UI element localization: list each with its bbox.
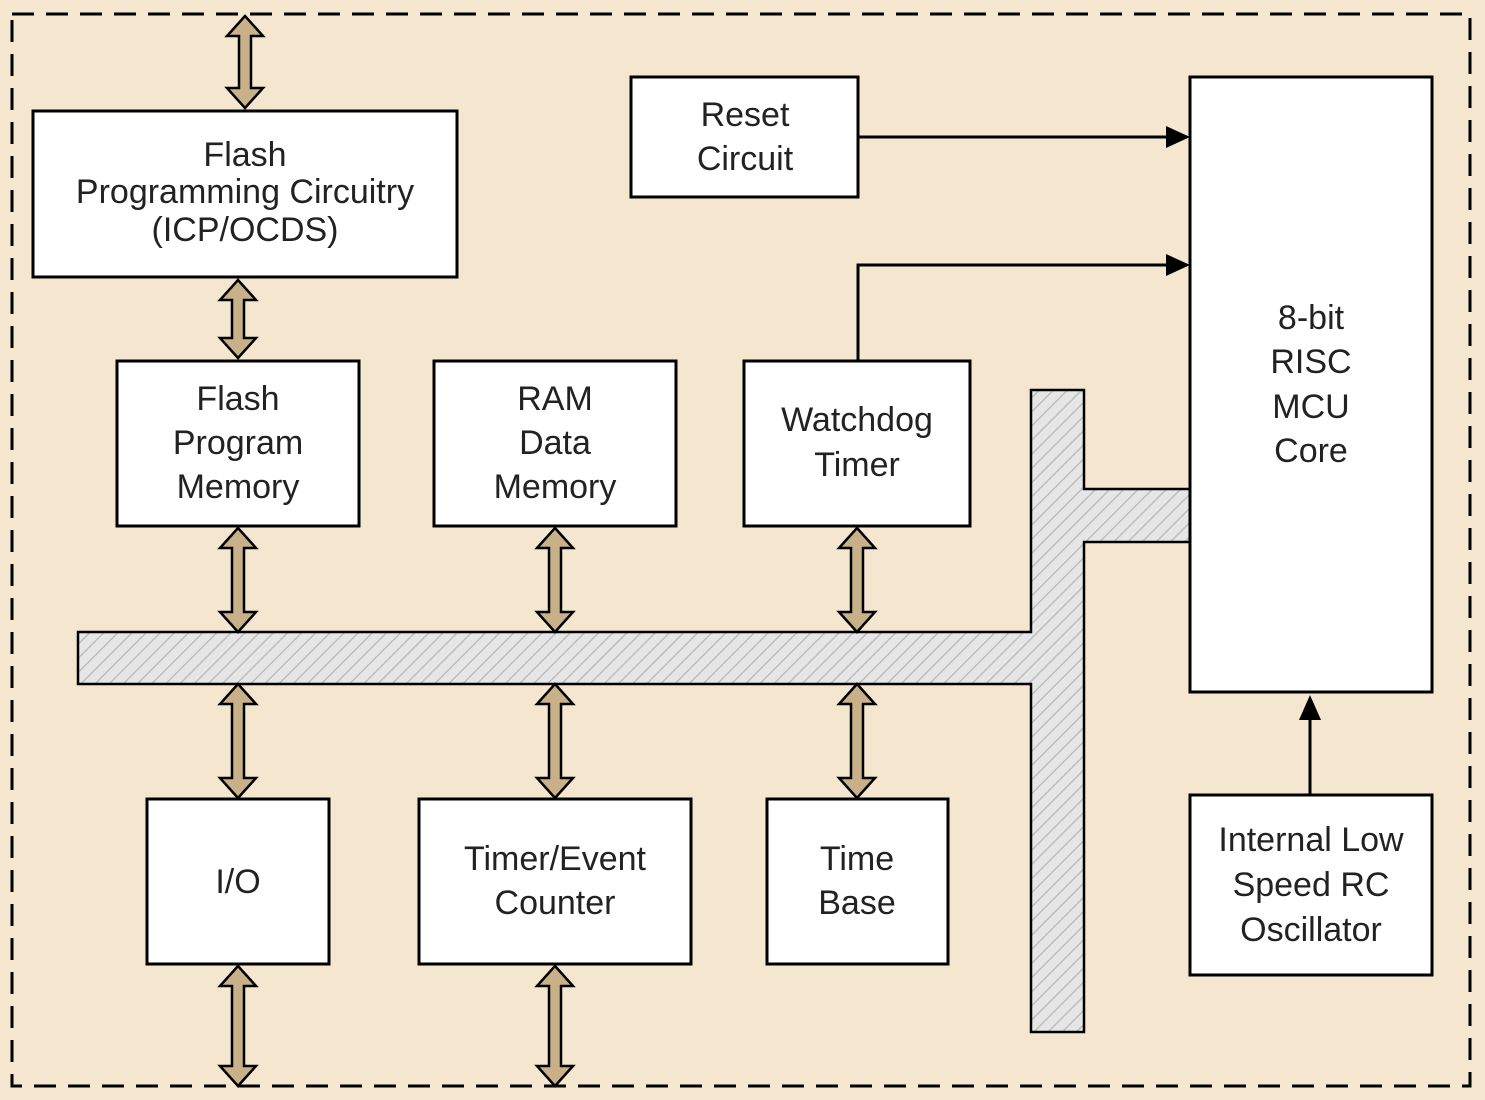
block-text-line: Reset	[701, 96, 790, 134]
block-text-line: Internal Low	[1218, 821, 1404, 859]
bus-arrow-flash-mem-to-bus	[217, 526, 259, 634]
block-text-line: Memory	[494, 468, 617, 506]
block-text-line: Timer	[814, 446, 900, 484]
block-text-line: Timer/Event	[464, 840, 647, 878]
block-timer-event-counter: Timer/Event Counter	[417, 797, 693, 966]
block-text-line: RISC	[1270, 343, 1351, 381]
bus-arrow-timer-event-external	[534, 964, 576, 1088]
block-text-line: Core	[1274, 432, 1348, 470]
block-text-line: I/O	[215, 863, 260, 901]
block-text-line: Flash	[196, 380, 279, 418]
bus-arrow-ram-to-bus	[534, 526, 576, 634]
block-text-line: Circuit	[697, 140, 794, 178]
block-mcu-core: 8-bit RISC MCU Core	[1188, 75, 1434, 694]
bus-arrow-flash-prog-to-flash-mem	[217, 278, 259, 360]
block-watchdog-timer: Watchdog Timer	[742, 359, 972, 528]
block-ram-data-memory: RAM Data Memory	[432, 359, 678, 528]
signal-reset-to-core	[858, 126, 1190, 148]
block-text-line: Memory	[177, 468, 300, 506]
block-text-line: RAM	[517, 380, 593, 418]
block-text-line: Time	[820, 840, 894, 878]
block-text-line: Oscillator	[1240, 911, 1382, 949]
signal-oscillator-to-core	[1299, 695, 1321, 795]
block-text-line: Speed RC	[1233, 866, 1390, 904]
signal-watchdog-to-core	[856, 254, 1190, 360]
bus-connections	[217, 14, 878, 1088]
block-text-line: 8-bit	[1278, 299, 1345, 337]
block-flash-programming-circuitry: Flash Programming Circuitry (ICP/OCDS)	[31, 109, 459, 279]
block-rc-oscillator: Internal Low Speed RC Oscillator	[1188, 793, 1434, 977]
block-reset-circuit: Reset Circuit	[629, 75, 860, 199]
block-text-line: MCU	[1272, 388, 1349, 426]
bus-arrow-watchdog-to-bus	[836, 526, 878, 634]
block-io: I/O	[145, 797, 331, 966]
block-text-line: Data	[519, 424, 591, 462]
block-text-line: (ICP/OCDS)	[152, 211, 339, 249]
chip-boundary	[10, 12, 1472, 1088]
block-text-line: Program	[173, 424, 303, 462]
block-text-line: Watchdog	[781, 401, 933, 439]
block-time-base: Time Base	[765, 797, 950, 966]
bus-arrow-flash-prog-top	[224, 14, 266, 110]
block-text-line: Flash	[203, 136, 286, 174]
block-text-line: Counter	[495, 884, 616, 922]
bus-arrow-io-external	[217, 964, 259, 1088]
block-text-line: Programming Circuitry	[76, 173, 414, 211]
block-flash-program-memory: Flash Program Memory	[115, 359, 361, 528]
block-text-line: Base	[818, 884, 896, 922]
